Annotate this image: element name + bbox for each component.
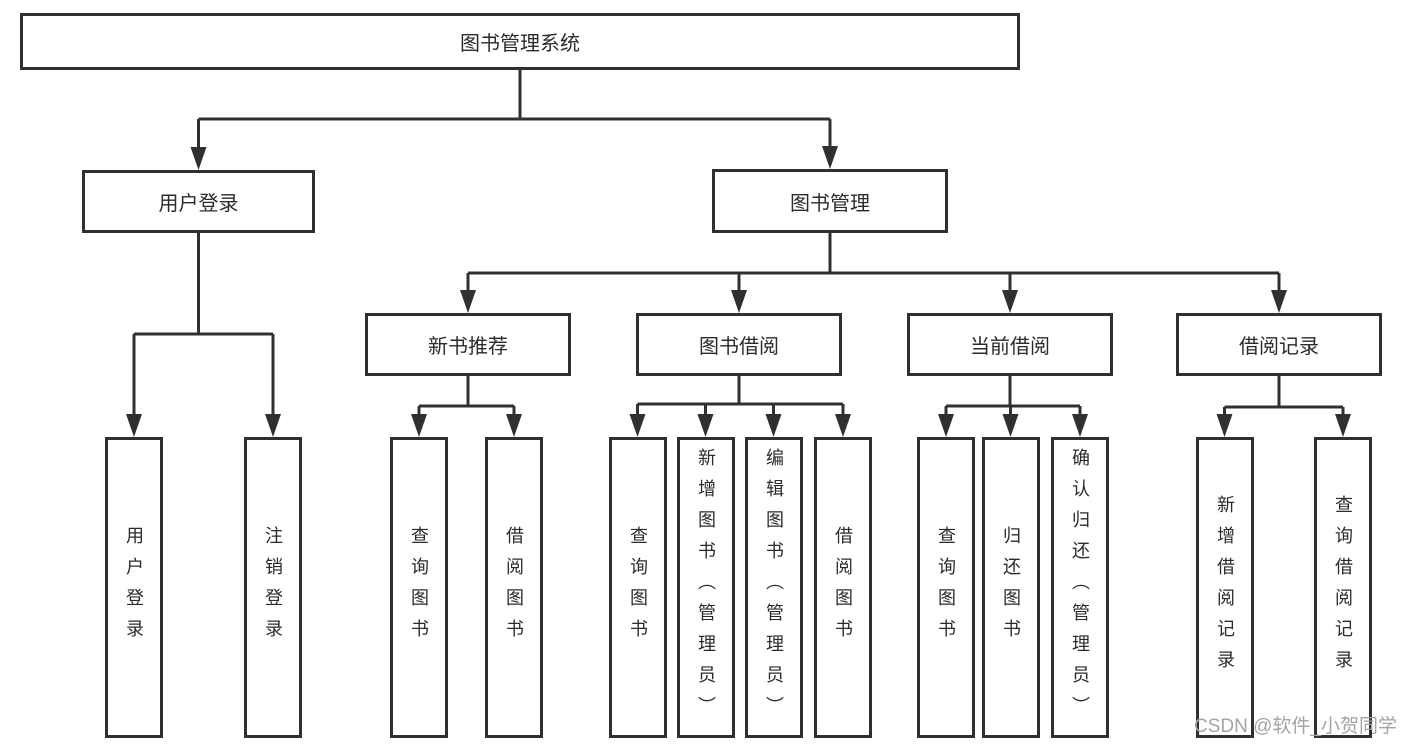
- leaf-current-query-books: 查询图书: [917, 437, 975, 738]
- arrow-down-icon: [1216, 414, 1233, 437]
- node-borrowing-records: 借阅记录: [1176, 313, 1382, 376]
- leaf-recommend-borrow-books: 借阅图书: [485, 437, 543, 738]
- arrow-down-icon: [506, 414, 522, 437]
- arrow-down-icon: [765, 414, 782, 437]
- arrow-down-icon: [629, 414, 646, 437]
- arrow-down-icon: [1002, 414, 1019, 437]
- arrow-down-icon: [190, 147, 207, 170]
- leaf-user-login: 用户登录: [105, 437, 163, 738]
- arrow-down-icon: [460, 290, 476, 313]
- arrow-down-icon: [835, 414, 851, 437]
- csdn-watermark: CSDN @软件_小贺同学: [1194, 716, 1397, 737]
- leaf-recommend-query-books: 查询图书: [390, 437, 448, 738]
- leaf-logout-login: 注销登录: [244, 437, 302, 738]
- arrow-down-icon: [1072, 414, 1088, 437]
- arrow-down-icon: [1335, 414, 1351, 437]
- arrow-down-icon: [126, 414, 142, 437]
- arrow-down-icon: [1271, 290, 1287, 313]
- arrow-down-icon: [265, 414, 281, 437]
- leaf-borrowing-borrow-books: 借阅图书: [814, 437, 872, 738]
- node-current-borrowing: 当前借阅: [907, 313, 1113, 376]
- arrow-down-icon: [411, 414, 427, 437]
- arrow-down-icon: [697, 414, 714, 437]
- leaf-borrowing-edit-books-admin: 编辑图书（管理员）: [745, 437, 803, 738]
- arrow-down-icon: [938, 414, 954, 437]
- leaf-records-add-borrow-record: 新增借阅记录: [1196, 437, 1254, 738]
- leaf-borrowing-query-books: 查询图书: [609, 437, 667, 738]
- leaf-records-query-borrow-record: 查询借阅记录: [1314, 437, 1372, 738]
- leaf-borrowing-add-books-admin: 新增图书（管理员）: [677, 437, 735, 738]
- node-library-management-system: 图书管理系统: [20, 13, 1020, 70]
- arrowheads: [126, 146, 1351, 437]
- tree-connectors: [132, 70, 1345, 420]
- node-user-login: 用户登录: [82, 170, 315, 233]
- arrow-down-icon: [1002, 290, 1018, 313]
- node-new-book-recommend: 新书推荐: [365, 313, 571, 376]
- leaf-current-confirm-return-admin: 确认归还（管理员）: [1051, 437, 1109, 738]
- leaf-current-return-books: 归还图书: [982, 437, 1040, 738]
- node-book-borrowing: 图书借阅: [636, 313, 842, 376]
- node-book-management: 图书管理: [712, 169, 948, 233]
- arrow-down-icon: [822, 146, 838, 169]
- arrow-down-icon: [731, 290, 747, 313]
